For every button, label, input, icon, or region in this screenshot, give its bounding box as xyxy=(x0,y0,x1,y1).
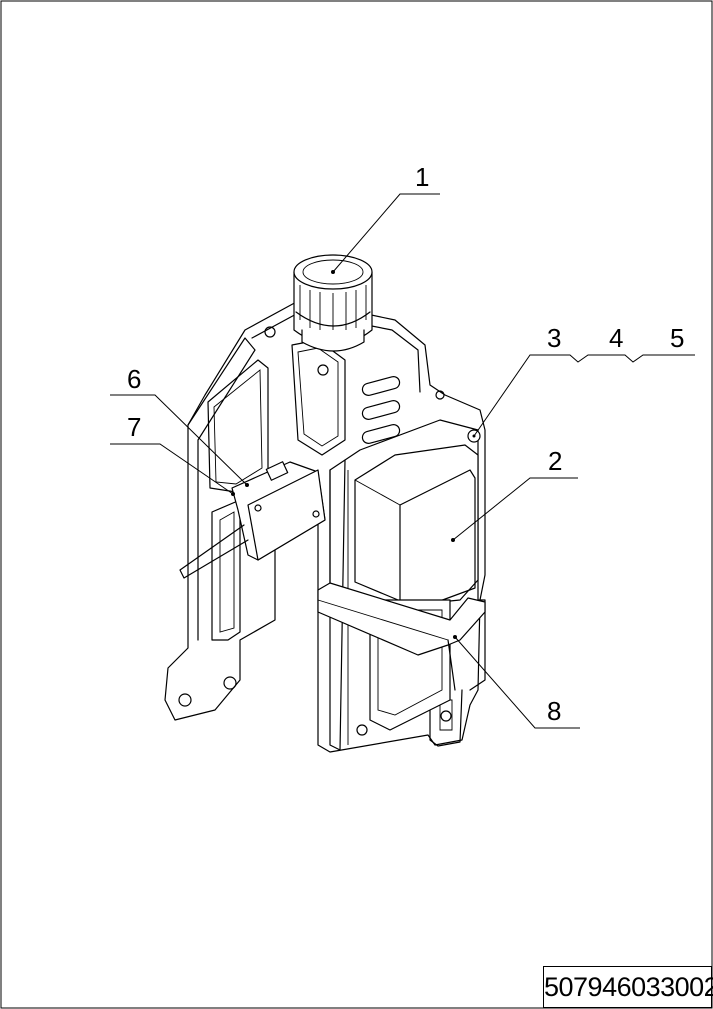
micro-switch xyxy=(179,461,326,579)
callout-5: 5 xyxy=(670,323,684,353)
leader-lines xyxy=(110,193,695,729)
callout-2: 2 xyxy=(548,446,562,476)
knob xyxy=(293,254,373,352)
callout-7: 7 xyxy=(127,412,141,442)
callout-8: 8 xyxy=(547,696,561,726)
callout-1: 1 xyxy=(415,162,429,192)
strap xyxy=(317,582,486,691)
part-number-box: 507946033002 xyxy=(543,966,713,1008)
callout-6: 6 xyxy=(127,364,141,394)
actuator-housing xyxy=(329,419,481,751)
callout-4: 4 xyxy=(609,323,623,353)
callout-3: 3 xyxy=(547,323,561,353)
